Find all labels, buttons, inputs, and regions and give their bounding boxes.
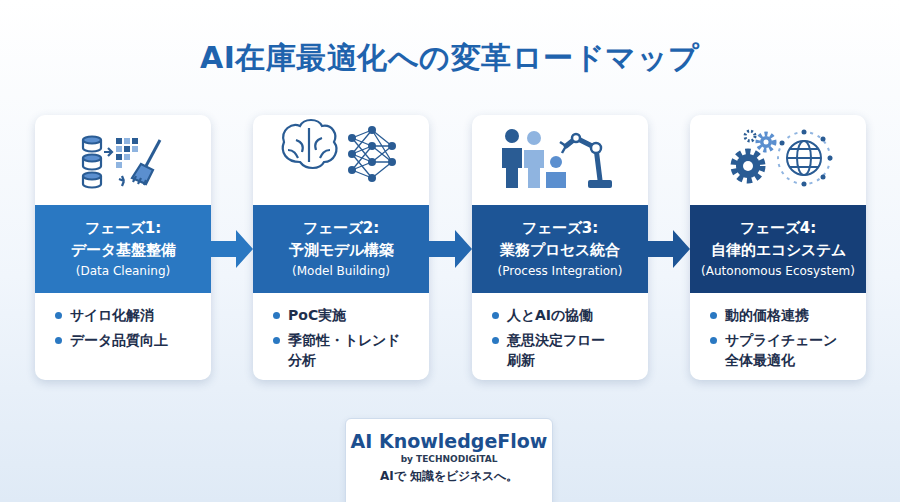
- bullet-list: 人とAIの協働意思決定フロー刷新: [492, 305, 612, 375]
- brand-name: AI KnowledgeFlow: [351, 429, 548, 453]
- phase-english: (Model Building): [292, 261, 390, 281]
- phase-number: フェーズ4:: [740, 217, 816, 239]
- bullet-text: 人とAIの協働: [507, 305, 593, 325]
- brand-tagline: AIで 知識をビジネスへ。: [380, 466, 518, 486]
- bullet-list: サイロ化解消データ品質向上: [55, 305, 168, 355]
- phase-number: フェーズ1:: [85, 217, 161, 239]
- data-cleaning-icon: [83, 137, 160, 188]
- bullet-list: 動的価格連携サプライチェーン全体最適化: [710, 305, 843, 375]
- bullet-text: サイロ化解消: [70, 305, 154, 325]
- bullet-dot: [55, 312, 62, 319]
- phase-english: (Process Integration): [498, 261, 623, 281]
- bullet-dot: [273, 337, 280, 344]
- phase-english: (Data Cleaning): [76, 261, 170, 281]
- brand-box: AI KnowledgeFlowby TECHNODIGITALAIで 知識をビ…: [345, 418, 553, 502]
- bullet-text: データ品質向上: [70, 330, 168, 350]
- phase-english: (Autonomous Ecosystem): [701, 261, 855, 281]
- phase-name: 予測モデル構築: [289, 239, 394, 261]
- bullet-row: PoC実施: [273, 305, 406, 325]
- bullet-dot: [273, 312, 280, 319]
- collaboration-icon: [502, 129, 612, 188]
- bullet-text: 動的価格連携: [725, 305, 809, 325]
- bullet-row: 意思決定フロー刷新: [492, 330, 612, 370]
- phase-card: サイロ化解消データ品質向上 フェーズ1:データ基盤整備(Data Cleaning…: [35, 115, 211, 380]
- model-icon: [283, 120, 396, 182]
- bullet-row: 人とAIの協働: [492, 305, 612, 325]
- diagram-title: AI在庫最適化への変革ロードマップ: [0, 38, 900, 79]
- phase-band: フェーズ3:業務プロセス統合(Process Integration): [472, 205, 648, 293]
- bullet-dot: [55, 337, 62, 344]
- phase-card: 動的価格連携サプライチェーン全体最適化 フェーズ4:自律的エコシステム(Auton…: [690, 115, 866, 380]
- phase-band: フェーズ1:データ基盤整備(Data Cleaning): [35, 205, 211, 293]
- bullet-text: PoC実施: [288, 305, 346, 325]
- bullet-row: サイロ化解消: [55, 305, 168, 325]
- bullet-text: サプライチェーン全体最適化: [725, 330, 843, 370]
- phase-number: フェーズ3:: [522, 217, 598, 239]
- phase-name: 自律的エコシステム: [711, 239, 846, 261]
- flow-arrow: [427, 230, 472, 268]
- phase-card: PoC実施季節性・トレンド分析 フェーズ2:予測モデル構築(Model Build…: [253, 115, 429, 380]
- phase-band: フェーズ2:予測モデル構築(Model Building): [253, 205, 429, 293]
- bullet-dot: [710, 312, 717, 319]
- bullet-row: サプライチェーン全体最適化: [710, 330, 843, 370]
- ecosystem-icon: [734, 130, 833, 187]
- phase-name: 業務プロセス統合: [500, 239, 620, 261]
- bullet-row: 季節性・トレンド分析: [273, 330, 406, 370]
- flow-arrow: [646, 230, 690, 268]
- bullet-text: 季節性・トレンド分析: [288, 330, 406, 370]
- flow-arrow: [209, 230, 253, 268]
- brand-company: by TECHNODIGITAL: [401, 453, 498, 466]
- phase-number: フェーズ2:: [303, 217, 379, 239]
- bullet-dot: [492, 337, 499, 344]
- phase-card: 人とAIの協働意思決定フロー刷新 フェーズ3:業務プロセス統合(Process I…: [472, 115, 648, 380]
- phase-band: フェーズ4:自律的エコシステム(Autonomous Ecosystem): [690, 205, 866, 293]
- bullet-text: 意思決定フロー刷新: [507, 330, 612, 370]
- bullet-dot: [710, 337, 717, 344]
- bullet-row: 動的価格連携: [710, 305, 843, 325]
- phase-name: データ基盤整備: [71, 239, 176, 261]
- bullet-dot: [492, 312, 499, 319]
- bullet-row: データ品質向上: [55, 330, 168, 350]
- bullet-list: PoC実施季節性・トレンド分析: [273, 305, 406, 375]
